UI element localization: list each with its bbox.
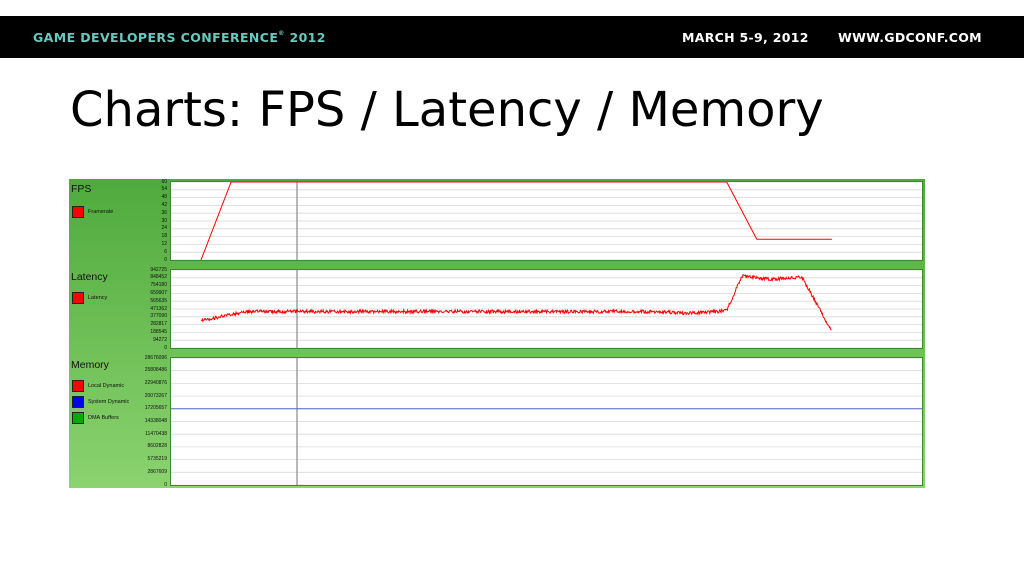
dma-buffers-legend-label: DMA Buffers bbox=[88, 414, 119, 421]
latency-series-line bbox=[200, 273, 832, 331]
legend-item-local-dynamic[interactable]: Local Dynamic bbox=[72, 379, 124, 392]
latency-tick-label: 377090 bbox=[150, 313, 167, 320]
dma-buffers-swatch bbox=[72, 411, 84, 424]
fps-tick-label: 54 bbox=[161, 186, 167, 193]
fps-series-line bbox=[200, 182, 832, 260]
memory-tick-label: 0 bbox=[164, 481, 167, 488]
fps-tick-label: 18 bbox=[161, 233, 167, 240]
local-dynamic-legend-label: Local Dynamic bbox=[88, 382, 125, 389]
memory-tick-label: 17205657 bbox=[144, 405, 167, 412]
latency-tick-label: 942725 bbox=[150, 266, 167, 273]
legend-item-latency[interactable]: Latency bbox=[72, 291, 107, 304]
conference-banner: GAME DEVELOPERS CONFERENCE® 2012 MARCH 5… bbox=[0, 16, 1024, 58]
legend-item-framerate[interactable]: Framerate bbox=[72, 205, 113, 218]
latency-legend-label: Latency bbox=[88, 294, 108, 301]
memory-tick-label: 8602828 bbox=[147, 443, 167, 450]
fps-plot-area[interactable] bbox=[170, 181, 923, 261]
fps-tick-label: 30 bbox=[161, 217, 167, 224]
fps-tick-label: 42 bbox=[161, 201, 167, 208]
latency-tick-label: 565635 bbox=[150, 297, 167, 304]
framerate-legend-label: Framerate bbox=[88, 208, 114, 215]
memory-tick-label: 22940876 bbox=[144, 379, 167, 386]
conference-name: GAME DEVELOPERS CONFERENCE® 2012 bbox=[33, 30, 326, 45]
latency-tick-label: 94272 bbox=[153, 336, 167, 343]
conference-website: WWW.GDCONF.COM bbox=[838, 30, 982, 45]
fps-tick-label: 6 bbox=[164, 248, 167, 255]
legend-item-system-dynamic[interactable]: System Dynamic bbox=[72, 395, 129, 408]
memory-tick-label: 14338048 bbox=[144, 418, 167, 424]
framerate-swatch bbox=[72, 205, 84, 218]
memory-panel-title: Memory bbox=[71, 359, 109, 371]
fps-tick-label: 48 bbox=[161, 194, 167, 201]
legend-item-dma-buffers[interactable]: DMA Buffers bbox=[72, 411, 119, 424]
memory-panel: Memory Local Dynamic System Dynamic DMA … bbox=[69, 355, 925, 488]
fps-tick-label: 60 bbox=[161, 178, 167, 185]
latency-tick-label: 188545 bbox=[150, 328, 167, 335]
latency-tick-label: 754180 bbox=[150, 282, 167, 289]
latency-tick-label: 659907 bbox=[150, 289, 167, 296]
latency-swatch bbox=[72, 291, 84, 304]
latency-tick-label: 848452 bbox=[150, 274, 167, 281]
fps-tick-label: 24 bbox=[161, 225, 167, 232]
system-dynamic-legend-label: System Dynamic bbox=[88, 398, 130, 405]
memory-tick-label: 28676096 bbox=[144, 354, 167, 361]
latency-tick-label: 471362 bbox=[150, 305, 167, 312]
memory-tick-label: 11470438 bbox=[145, 430, 167, 437]
memory-tick-label: 25808486 bbox=[144, 367, 167, 374]
fps-tick-label: 0 bbox=[164, 256, 167, 263]
fps-panel-title: FPS bbox=[71, 183, 92, 195]
local-dynamic-swatch bbox=[72, 379, 84, 392]
latency-plot-area[interactable] bbox=[170, 269, 923, 349]
memory-tick-label: 2867609 bbox=[147, 468, 167, 475]
fps-tick-label: 12 bbox=[161, 240, 167, 247]
fps-tick-label: 36 bbox=[161, 209, 167, 216]
latency-panel-title: Latency bbox=[71, 271, 108, 283]
latency-tick-label: 0 bbox=[164, 344, 167, 351]
latency-tick-label: 282817 bbox=[150, 321, 167, 328]
conference-dates: MARCH 5-9, 2012 bbox=[682, 30, 809, 45]
memory-tick-label: 20073267 bbox=[144, 392, 167, 399]
memory-plot-area[interactable] bbox=[170, 357, 923, 486]
memory-tick-label: 5735219 bbox=[147, 456, 167, 463]
system-dynamic-swatch bbox=[72, 395, 84, 408]
slide-title: Charts: FPS / Latency / Memory bbox=[70, 82, 824, 138]
